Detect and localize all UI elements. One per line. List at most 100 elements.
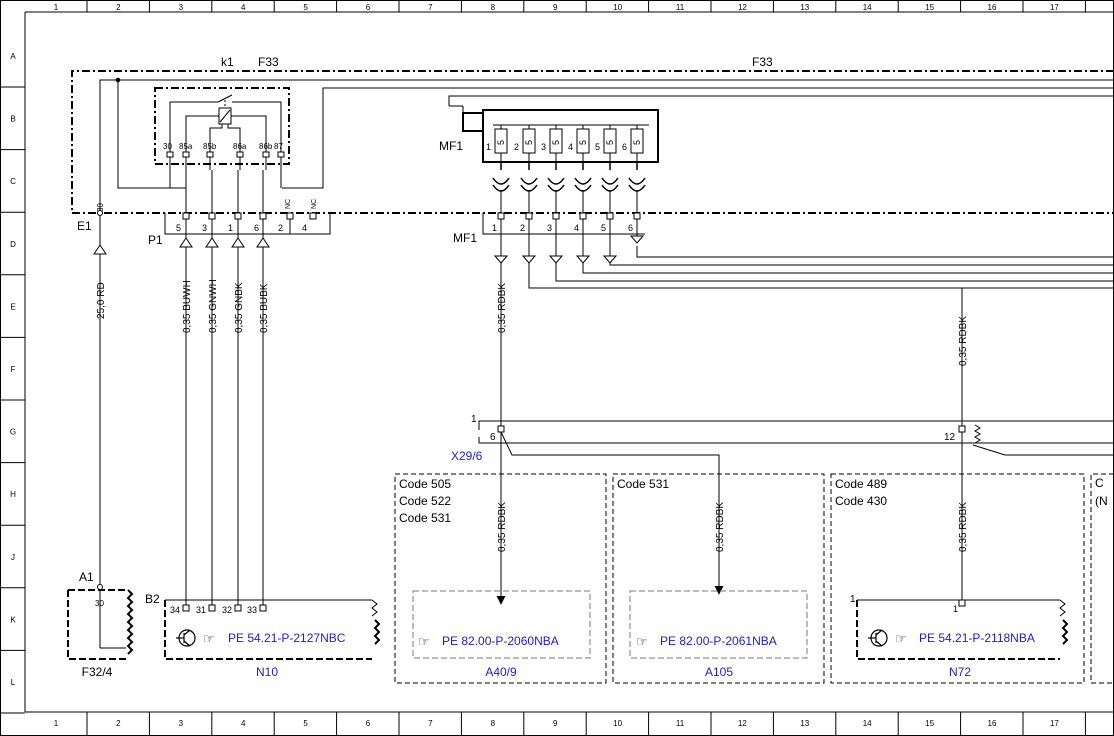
n10-pin-label: 32 — [222, 605, 232, 615]
n72-ref[interactable]: PE 54.21-P-2118NBA — [919, 631, 1035, 645]
wire-rdbk-a105: 0,35 RDBK — [715, 502, 726, 552]
column-label-bottom: 13 — [800, 719, 809, 728]
column-ticks: 1122334455667788991010111112121313141415… — [54, 0, 1086, 736]
n10-pin-label: 34 — [170, 605, 180, 615]
column-label-top: 5 — [303, 3, 308, 12]
row-label: A — [10, 52, 16, 61]
relay-pin-contact — [166, 151, 174, 158]
a105-ref[interactable]: PE 82.00-P-2061NBA — [660, 634, 777, 648]
nc-label: NC — [285, 199, 292, 209]
p1-pin-label: 6 — [254, 223, 259, 233]
relay-pin-contact — [277, 151, 285, 158]
a409-ref[interactable]: PE 82.00-P-2060NBA — [442, 634, 559, 648]
code-label: Code 489 — [835, 477, 887, 491]
n72-pin-1: 1 — [953, 604, 958, 614]
nc-label: NC — [311, 199, 318, 209]
column-label-bottom: 2 — [116, 719, 121, 728]
row-label: D — [10, 240, 16, 249]
e1-label: E1 — [77, 219, 92, 233]
a105-name[interactable]: A105 — [705, 665, 733, 679]
column-label-top: 9 — [553, 3, 558, 12]
x29-pin-1: 1 — [471, 414, 477, 425]
n72-name[interactable]: N72 — [949, 665, 971, 679]
module-a105[interactable]: ☞ PE 82.00-P-2061NBA — [629, 590, 808, 659]
wire-rd: 25,0 RD — [96, 282, 107, 319]
column-label-bottom: 5 — [303, 719, 308, 728]
column-label-bottom: 11 — [676, 719, 685, 728]
a409-name[interactable]: A40/9 — [485, 665, 517, 679]
p1-pin-label: 4 — [302, 223, 307, 233]
x29-pin-6: 6 — [490, 432, 496, 443]
fuse-number: 4 — [568, 142, 573, 152]
relay-pin-label: 85a — [179, 142, 193, 151]
relay-pin-label: 85b — [203, 142, 217, 151]
row-label: E — [10, 302, 15, 311]
column-label-top: 6 — [366, 3, 371, 12]
n10-name[interactable]: N10 — [256, 665, 278, 679]
module-a40-9[interactable]: ☞ PE 82.00-P-2060NBA — [412, 590, 591, 659]
n10-contact — [259, 604, 267, 612]
b2-label: B2 — [145, 592, 160, 606]
row-label: H — [10, 490, 16, 499]
relay-pin-contact — [236, 151, 244, 158]
wire-gnwh: 0,35 GNWH — [208, 279, 219, 333]
codes-a105: Code 531 — [617, 477, 669, 491]
fuse-rating: 5 — [632, 140, 642, 145]
a1-label: A1 — [79, 570, 94, 584]
column-label-top: 15 — [925, 3, 934, 12]
column-label-bottom: 17 — [1050, 719, 1059, 728]
x29-6-label[interactable]: X29/6 — [451, 449, 483, 463]
n10-ref[interactable]: PE 54.21-P-2127NBC — [228, 631, 346, 645]
row-label: J — [11, 553, 15, 562]
p1-contact — [234, 212, 242, 220]
mf1-pin-label: 2 — [520, 223, 525, 233]
column-label-top: 4 — [241, 3, 246, 12]
fuse-rating: 5 — [551, 140, 561, 145]
column-label-bottom: 8 — [491, 719, 496, 728]
row-label: K — [10, 615, 16, 624]
n10-pin-label: 33 — [247, 605, 257, 615]
n10-contact — [234, 604, 242, 612]
column-label-bottom: 1 — [54, 719, 59, 728]
column-label-top: 13 — [800, 3, 809, 12]
mf1-pin-label: 3 — [547, 223, 552, 233]
code-label: Code 531 — [399, 511, 451, 525]
column-label-bottom: 15 — [925, 719, 934, 728]
column-label-top: 7 — [428, 3, 433, 12]
x29-pin-12: 12 — [944, 432, 956, 443]
code-label: Code 531 — [617, 477, 669, 491]
column-label-bottom: 4 — [241, 719, 246, 728]
bus-lines-top — [99, 77, 1114, 213]
e1-pin-30: 30 — [96, 203, 105, 212]
fuse-number: 6 — [622, 142, 627, 152]
wire-bubk: 0,35 BUBK — [259, 283, 270, 333]
mf1-output-lines — [500, 246, 1114, 426]
wire-gnbk: 0,35 GNBK — [234, 282, 245, 333]
mf1-pin-label: 4 — [574, 223, 579, 233]
column-label-top: 2 — [116, 3, 121, 12]
mf1-pin-label: 5 — [601, 223, 606, 233]
fuse-number: 3 — [541, 142, 546, 152]
column-label-bottom: 3 — [179, 719, 184, 728]
fuse-rating: 5 — [496, 140, 506, 145]
f33-label-right: F33 — [752, 55, 773, 69]
connector-x29-6 — [478, 420, 1114, 605]
module-n72[interactable]: ☞ PE 54.21-P-2118NBA — [856, 599, 1069, 660]
relay-pin-contact — [206, 151, 214, 158]
column-label-top: 1 — [54, 3, 59, 12]
transistor-icon — [868, 629, 888, 647]
hand-pointer-icon: ☞ — [418, 634, 430, 649]
column-label-bottom: 10 — [613, 719, 622, 728]
module-f32-4[interactable] — [67, 589, 134, 660]
p1-label: P1 — [148, 233, 163, 247]
p1-contact — [309, 212, 317, 220]
relay-pin-contact — [262, 151, 270, 158]
column-label-bottom: 16 — [988, 719, 997, 728]
n10-contact — [208, 604, 216, 612]
wire-rdbk-right: 0,35 RDBK — [958, 316, 969, 366]
relay-pin-label: 30 — [163, 142, 172, 151]
